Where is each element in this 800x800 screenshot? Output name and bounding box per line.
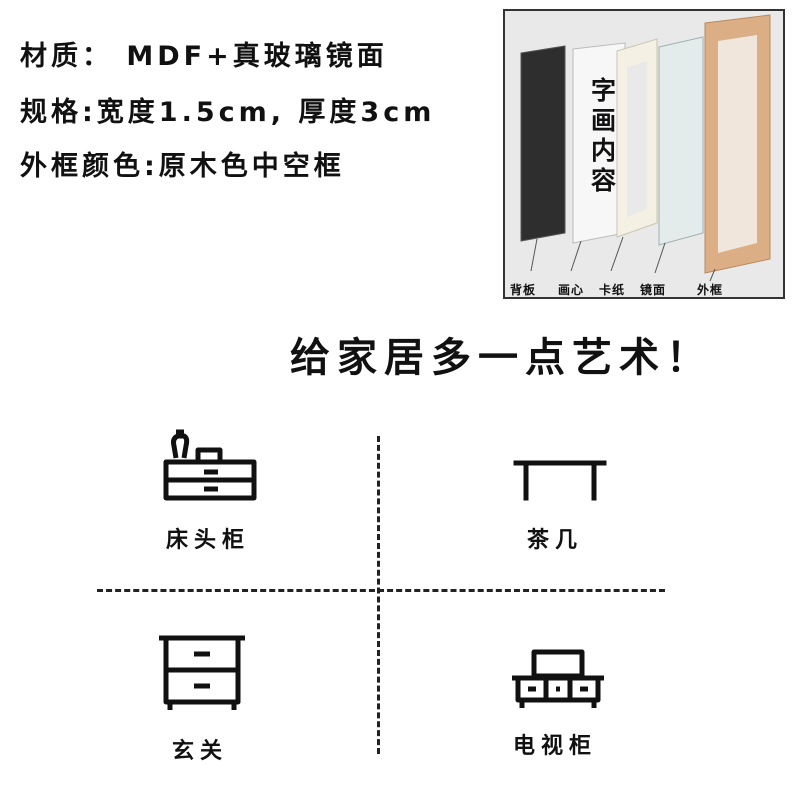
frame-layer-diagram: 字 画 内 容 背板 画心 卡纸 镜面 外框 bbox=[503, 9, 785, 299]
label-frame: 外框 bbox=[697, 283, 724, 297]
content-char: 画 bbox=[591, 106, 617, 135]
slogan: 给家居多一点艺术！ bbox=[290, 335, 713, 381]
content-char: 字 bbox=[591, 76, 617, 105]
spec-size: 规格:宽度1.5cm, 厚度3cm bbox=[20, 97, 436, 128]
content-char: 容 bbox=[591, 166, 617, 195]
room-label-entrance: 玄关 bbox=[171, 739, 228, 764]
horizontal-divider bbox=[97, 589, 665, 592]
tv-cabinet-icon bbox=[512, 649, 604, 708]
frame-layers-illustration bbox=[505, 11, 783, 297]
spec-frame-color: 外框颜色:原木色中空框 bbox=[20, 151, 345, 182]
room-label-coffee-table: 茶几 bbox=[526, 528, 583, 553]
coffee-table-icon bbox=[513, 460, 607, 501]
entrance-cabinet-icon bbox=[159, 635, 245, 710]
room-label-tv-cabinet: 电视柜 bbox=[512, 734, 597, 759]
bedside-cabinet-icon bbox=[163, 429, 257, 501]
room-label-bedside: 床头柜 bbox=[165, 528, 250, 553]
label-mat: 卡纸 bbox=[599, 283, 626, 297]
glass-layer bbox=[658, 36, 704, 246]
label-art: 画心 bbox=[558, 283, 585, 297]
vertical-divider bbox=[377, 436, 380, 754]
back-board-layer bbox=[520, 45, 566, 242]
spec-material: 材质： MDF+真玻璃镜面 bbox=[20, 41, 388, 72]
label-back-board: 背板 bbox=[510, 283, 537, 297]
label-glass: 镜面 bbox=[640, 283, 667, 297]
content-char: 内 bbox=[591, 136, 617, 165]
